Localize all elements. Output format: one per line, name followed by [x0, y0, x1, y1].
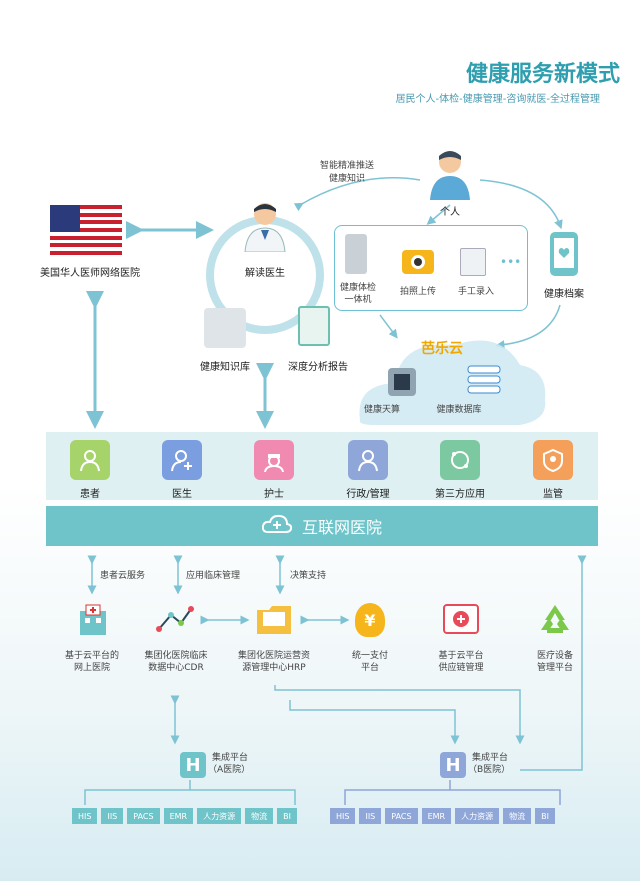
- system-tag: PACS: [127, 808, 160, 824]
- service-label-6a: 医疗设备: [536, 651, 573, 661]
- role-label: 第三方应用: [435, 489, 485, 500]
- payment-icon: ¥: [355, 603, 385, 637]
- role-doctor[interactable]: 医生: [150, 440, 214, 500]
- role-supervision[interactable]: 监管: [521, 440, 585, 500]
- internet-hospital-bar: 互联网医院: [46, 506, 598, 546]
- role-admin[interactable]: 行政/管理: [336, 440, 400, 500]
- platform-b-label-1: 集成平台: [472, 753, 509, 763]
- service-label-1b: 网上医院: [73, 663, 110, 673]
- system-tag: 物流: [503, 808, 532, 824]
- internet-hospital-label: 互联网医院: [301, 518, 382, 537]
- service-label-3a: 集团化医院运营资: [237, 651, 310, 661]
- archive-label: 健康档案: [544, 289, 584, 300]
- role-label: 护士: [264, 489, 284, 500]
- service-label-6b: 管理平台: [536, 663, 573, 673]
- system-tag: EMR: [163, 808, 194, 824]
- hospital-a-badge-icon: H: [180, 752, 206, 778]
- report-icon: [298, 306, 330, 346]
- systems-row-b: HIS IIS PACS EMR 人力资源 物流 BI: [330, 808, 555, 824]
- shield-icon: [533, 440, 573, 480]
- service-label-5b: 供应链管理: [438, 663, 484, 673]
- page-title: 健康服务新模式: [465, 62, 620, 87]
- doctor-icon: [243, 200, 287, 253]
- service-label-3b: 源管理中心HRP: [242, 663, 306, 673]
- systems-row-a: HIS IIS PACS EMR 人力资源 物流 BI: [72, 808, 297, 824]
- patient-icon: [70, 440, 110, 480]
- role-label: 监管: [543, 489, 563, 500]
- network-icon: [440, 440, 480, 480]
- role-label: 患者: [80, 489, 100, 500]
- flow-label-3: 决策支持: [290, 571, 327, 581]
- service-label-2a: 集团化医院临床: [144, 651, 208, 661]
- role-nurse[interactable]: 护士: [242, 440, 306, 500]
- service-label-4a: 统一支付: [351, 651, 388, 661]
- push-label-1: 智能精准推送: [319, 161, 374, 171]
- hospital-building-icon: [76, 603, 110, 637]
- system-tag: EMR: [421, 808, 452, 824]
- phone-icon: [550, 232, 578, 276]
- push-label-2: 健康知识: [328, 174, 365, 184]
- platform-a-label-2: （A医院）: [208, 765, 251, 775]
- service-label-2b: 数据中心CDR: [148, 663, 204, 673]
- system-tag: IIS: [101, 808, 124, 824]
- platform-a-label-1: 集成平台: [212, 753, 249, 763]
- flow-label-2: 应用临床管理: [186, 571, 241, 581]
- camera-icon: [402, 250, 434, 274]
- kiosk-label-1: 健康体检: [339, 283, 376, 293]
- doctor-role-icon: [162, 440, 202, 480]
- flow-label-1: 患者云服务: [100, 571, 146, 581]
- book-icon: [204, 308, 246, 348]
- role-bar: [46, 432, 598, 500]
- admin-icon: [348, 440, 388, 480]
- service-label-5a: 基于云平台: [438, 651, 484, 661]
- system-tag: PACS: [385, 808, 418, 824]
- system-tag: 人力资源: [197, 808, 242, 824]
- medical-kit-icon: [443, 604, 479, 634]
- kiosk-label-2: 一体机: [344, 295, 372, 305]
- manual-label: 手工录入: [457, 287, 494, 297]
- cloud-name: 芭乐云: [421, 341, 463, 357]
- person-icon: [428, 148, 472, 200]
- folder-icon: [255, 604, 293, 636]
- data-chart-icon: [155, 605, 195, 635]
- role-label: 行政/管理: [346, 489, 390, 500]
- cloud-cross-icon: [261, 514, 293, 538]
- page-subtitle: 居民个人-体检-健康管理-咨询就医-全过程管理: [395, 94, 600, 105]
- compute-label: 健康天算: [363, 405, 400, 415]
- recycle-icon: [537, 602, 573, 636]
- nurse-icon: [254, 440, 294, 480]
- platform-b-label-2: （B医院）: [468, 765, 511, 775]
- database-label: 健康数据库: [436, 405, 482, 415]
- database-icon: [464, 362, 504, 396]
- system-tag: BI: [277, 808, 297, 824]
- system-tag: BI: [535, 808, 555, 824]
- system-tag: HIS: [72, 808, 98, 824]
- kb-label: 健康知识库: [200, 362, 250, 373]
- more-icon: •••: [500, 255, 522, 269]
- chip-icon: [388, 368, 416, 396]
- system-tag: 物流: [245, 808, 274, 824]
- us-flag-icon: [50, 205, 122, 255]
- role-third-party[interactable]: 第三方应用: [428, 440, 492, 500]
- service-label-1a: 基于云平台的: [64, 651, 119, 661]
- role-patient[interactable]: 患者: [58, 440, 122, 500]
- system-tag: 人力资源: [455, 808, 500, 824]
- hospital-b-badge-icon: H: [440, 752, 466, 778]
- kiosk-icon: [345, 234, 367, 274]
- service-label-4b: 平台: [360, 663, 379, 673]
- flag-label: 美国华人医师网络医院: [40, 268, 140, 279]
- doctor-label: 解读医生: [245, 268, 285, 279]
- person-label: 个人: [440, 207, 460, 218]
- system-tag: IIS: [359, 808, 382, 824]
- system-tag: HIS: [330, 808, 356, 824]
- document-icon: [460, 248, 486, 276]
- photo-label: 拍照上传: [399, 287, 436, 297]
- role-label: 医生: [172, 489, 192, 500]
- report-label: 深度分析报告: [288, 362, 348, 373]
